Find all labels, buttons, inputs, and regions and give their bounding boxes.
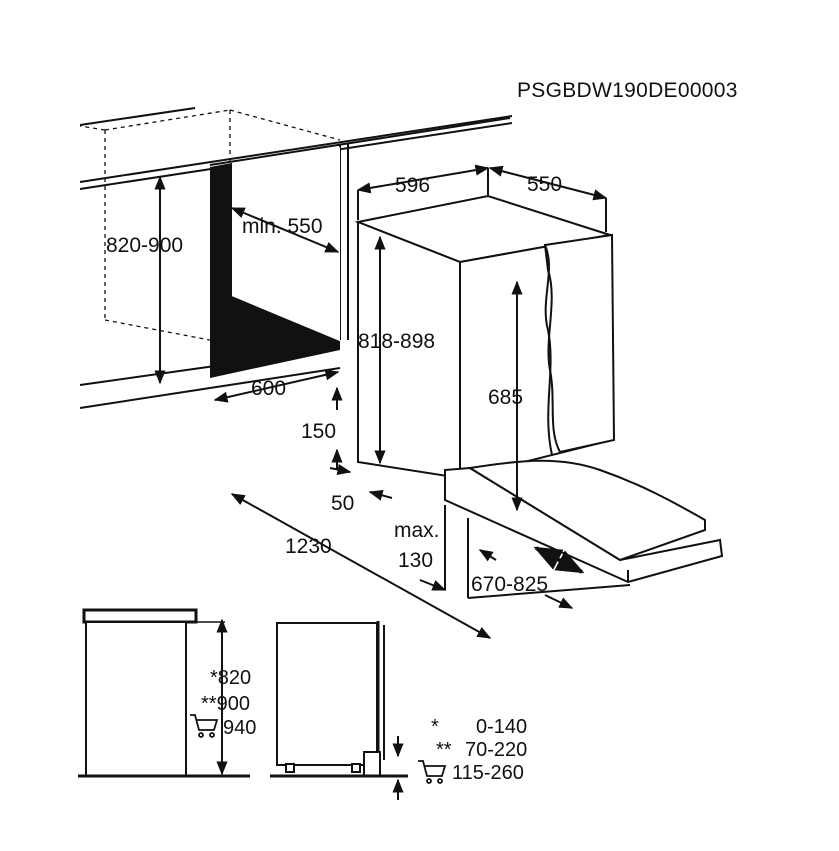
side-view-cabinet (78, 608, 250, 778)
range-2-mark: ** (436, 739, 452, 761)
dim-plinth-depth: 50 (331, 492, 354, 515)
cart-icon (190, 714, 219, 738)
dim-max-label: max. (394, 519, 440, 542)
range-2-value: 70-220 (465, 739, 527, 761)
range-3-value: 115-260 (452, 762, 524, 784)
dim-appliance-height: 818-898 (358, 330, 435, 353)
dim-door-travel: 670-825 (471, 573, 548, 596)
dim-niche-width: 600 (251, 377, 286, 400)
range-1-value: 0-140 (476, 716, 527, 738)
dim-niche-depth: min. 550 (242, 215, 323, 238)
dim-max-value: 130 (398, 549, 433, 572)
dim-appliance-width: 596 (395, 174, 430, 197)
dim-appliance-depth: 550 (527, 173, 562, 196)
niche-shadow (210, 163, 340, 378)
dim-door-open-depth: 1230 (285, 535, 332, 558)
height-900: **900 (201, 693, 250, 715)
height-940: 940 (223, 717, 256, 739)
dim-plinth-height: 150 (301, 420, 336, 443)
cart-icon (418, 760, 447, 784)
dim-door-panel-height: 685 (488, 386, 523, 409)
range-1-mark: * (431, 716, 439, 738)
door-panel (543, 233, 616, 456)
open-door (444, 459, 724, 584)
model-code: PSGBDW190DE00003 (517, 79, 738, 102)
height-820: *820 (210, 667, 251, 689)
side-view-dishwasher (270, 621, 408, 800)
dim-niche-height: 820-900 (106, 234, 183, 257)
